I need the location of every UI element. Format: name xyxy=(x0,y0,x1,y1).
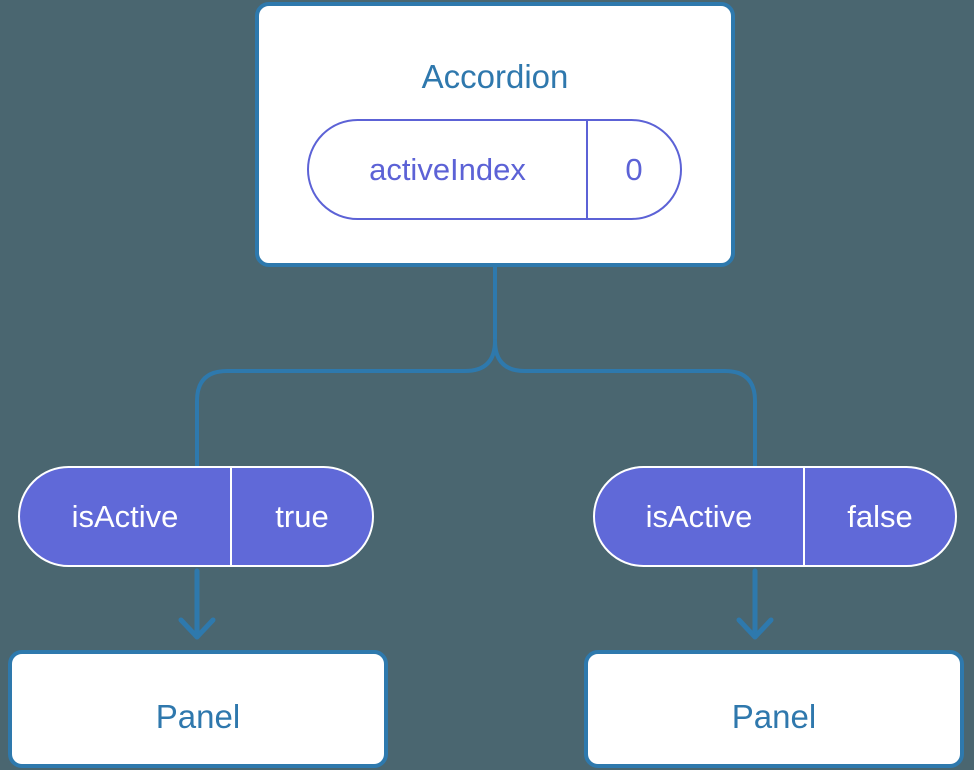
panel-component-card-right[interactable]: Panel xyxy=(584,650,964,768)
state-pill-key: activeIndex xyxy=(309,121,588,218)
prop-pill-is-active-true[interactable]: isActive true xyxy=(18,466,374,567)
connector-fork-left xyxy=(195,339,497,468)
panel-title: Panel xyxy=(155,698,241,735)
accordion-title: Accordion xyxy=(421,58,569,95)
prop-pill-value: true xyxy=(275,498,329,534)
arrow-head-right-icon xyxy=(736,617,774,640)
accordion-component-card[interactable]: Accordion xyxy=(255,2,735,267)
prop-pill-is-active-false[interactable]: isActive false xyxy=(593,466,957,567)
panel-component-card-left[interactable]: Panel xyxy=(8,650,388,768)
state-pill-active-index[interactable]: activeIndex 0 xyxy=(307,119,682,220)
prop-pill-key: isActive xyxy=(595,468,805,565)
prop-pill-value: false xyxy=(847,498,913,534)
prop-pill-key: isActive xyxy=(20,468,232,565)
connector-fork-right xyxy=(493,339,757,468)
state-pill-value: 0 xyxy=(625,151,643,187)
panel-title: Panel xyxy=(731,698,817,735)
arrow-head-left-icon xyxy=(178,617,216,640)
